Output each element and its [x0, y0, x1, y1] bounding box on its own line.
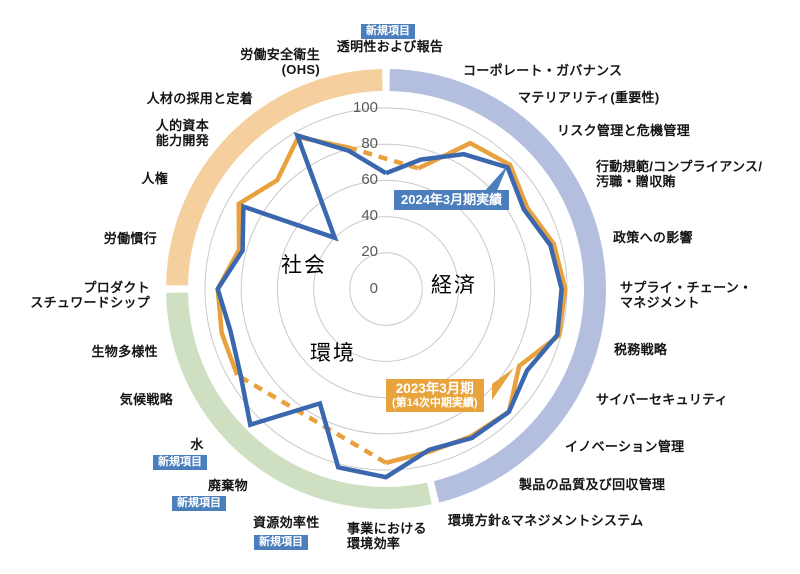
grid-ring — [349, 252, 423, 326]
category-label-3: リスク管理と危機管理 — [557, 123, 691, 139]
new-item-badge: 新規項目 — [361, 24, 415, 39]
category-label-9: イノベーション管理 — [565, 439, 685, 455]
grid-ring — [313, 216, 459, 362]
category-label-8: サイバーセキュリティ — [596, 392, 728, 408]
legend-2023-line1: 2023年3月期 — [395, 381, 474, 396]
sector-arc-society — [166, 69, 383, 286]
category-label-0: 透明性および報告 — [336, 39, 444, 55]
category-label-18: プロダクトスチュワードシップ — [30, 279, 150, 311]
axis-tick-label: 20 — [361, 243, 378, 261]
category-label-5: 政策への影響 — [613, 230, 693, 246]
sector-arc-environment — [166, 292, 432, 509]
sector-label-society: 社会 — [281, 254, 327, 277]
axis-tick-label: 80 — [361, 134, 378, 152]
sector-label-economy: 経済 — [431, 274, 477, 297]
new-item-badge: 新規項目 — [172, 496, 226, 511]
category-label-10: 製品の品質及び回収管理 — [519, 477, 666, 493]
legend-2023-line2: (第14次中期実績) — [392, 397, 478, 409]
sector-label-environment: 環境 — [310, 342, 356, 365]
category-label-22: 人材の採用と定着 — [146, 91, 253, 107]
new-item-badge: 新規項目 — [254, 535, 308, 550]
grid-ring — [204, 107, 568, 471]
series-dashed-bridge — [235, 373, 388, 465]
axis-tick-label: 40 — [361, 207, 378, 225]
new-item-badge: 新規項目 — [153, 455, 207, 470]
category-label-16: 気候戦略 — [119, 392, 173, 408]
legend-2023-callout: 2023年3月期 (第14次中期実績) — [386, 379, 484, 412]
category-label-14: 廃棄物 — [208, 478, 248, 494]
category-label-11: 環境方針&マネジメントシステム — [448, 513, 644, 529]
category-label-2: マテリアリティ(重要性) — [518, 90, 660, 106]
legend-2024-callout: 2024年3月期実績 — [394, 190, 510, 210]
category-label-12: 事業における環境効率 — [347, 520, 427, 552]
legend-2023-pointer — [492, 368, 514, 400]
category-label-23: 労働安全衛生(OHS) — [240, 46, 320, 78]
series-dashed-bridge — [347, 145, 419, 171]
category-label-21: 人的資本能力開発 — [155, 117, 209, 149]
category-label-1: コーポレート・ガバナンス — [463, 63, 623, 79]
grid-ring — [240, 143, 532, 435]
category-label-19: 労働慣行 — [103, 231, 157, 247]
axis-tick-label: 0 — [369, 279, 378, 297]
category-label-4: 行動規範/コンプライアンス/汚職・贈収賄 — [596, 158, 763, 190]
category-label-13: 資源効率性 — [253, 515, 320, 531]
category-label-20: 人権 — [141, 171, 168, 187]
category-label-7: 税務戦略 — [614, 342, 668, 358]
series-line-2024年3月期実績 — [215, 131, 564, 480]
sector-arc-economy — [389, 69, 606, 503]
grid-ring — [276, 179, 496, 399]
legend-2024-pointer — [483, 165, 508, 193]
category-label-6: サプライ・チェーン・マネジメント — [620, 279, 753, 311]
category-label-15: 水 — [190, 437, 204, 453]
category-label-17: 生物多様性 — [91, 344, 158, 360]
axis-tick-label: 60 — [361, 170, 378, 188]
axis-tick-label: 100 — [352, 98, 378, 116]
